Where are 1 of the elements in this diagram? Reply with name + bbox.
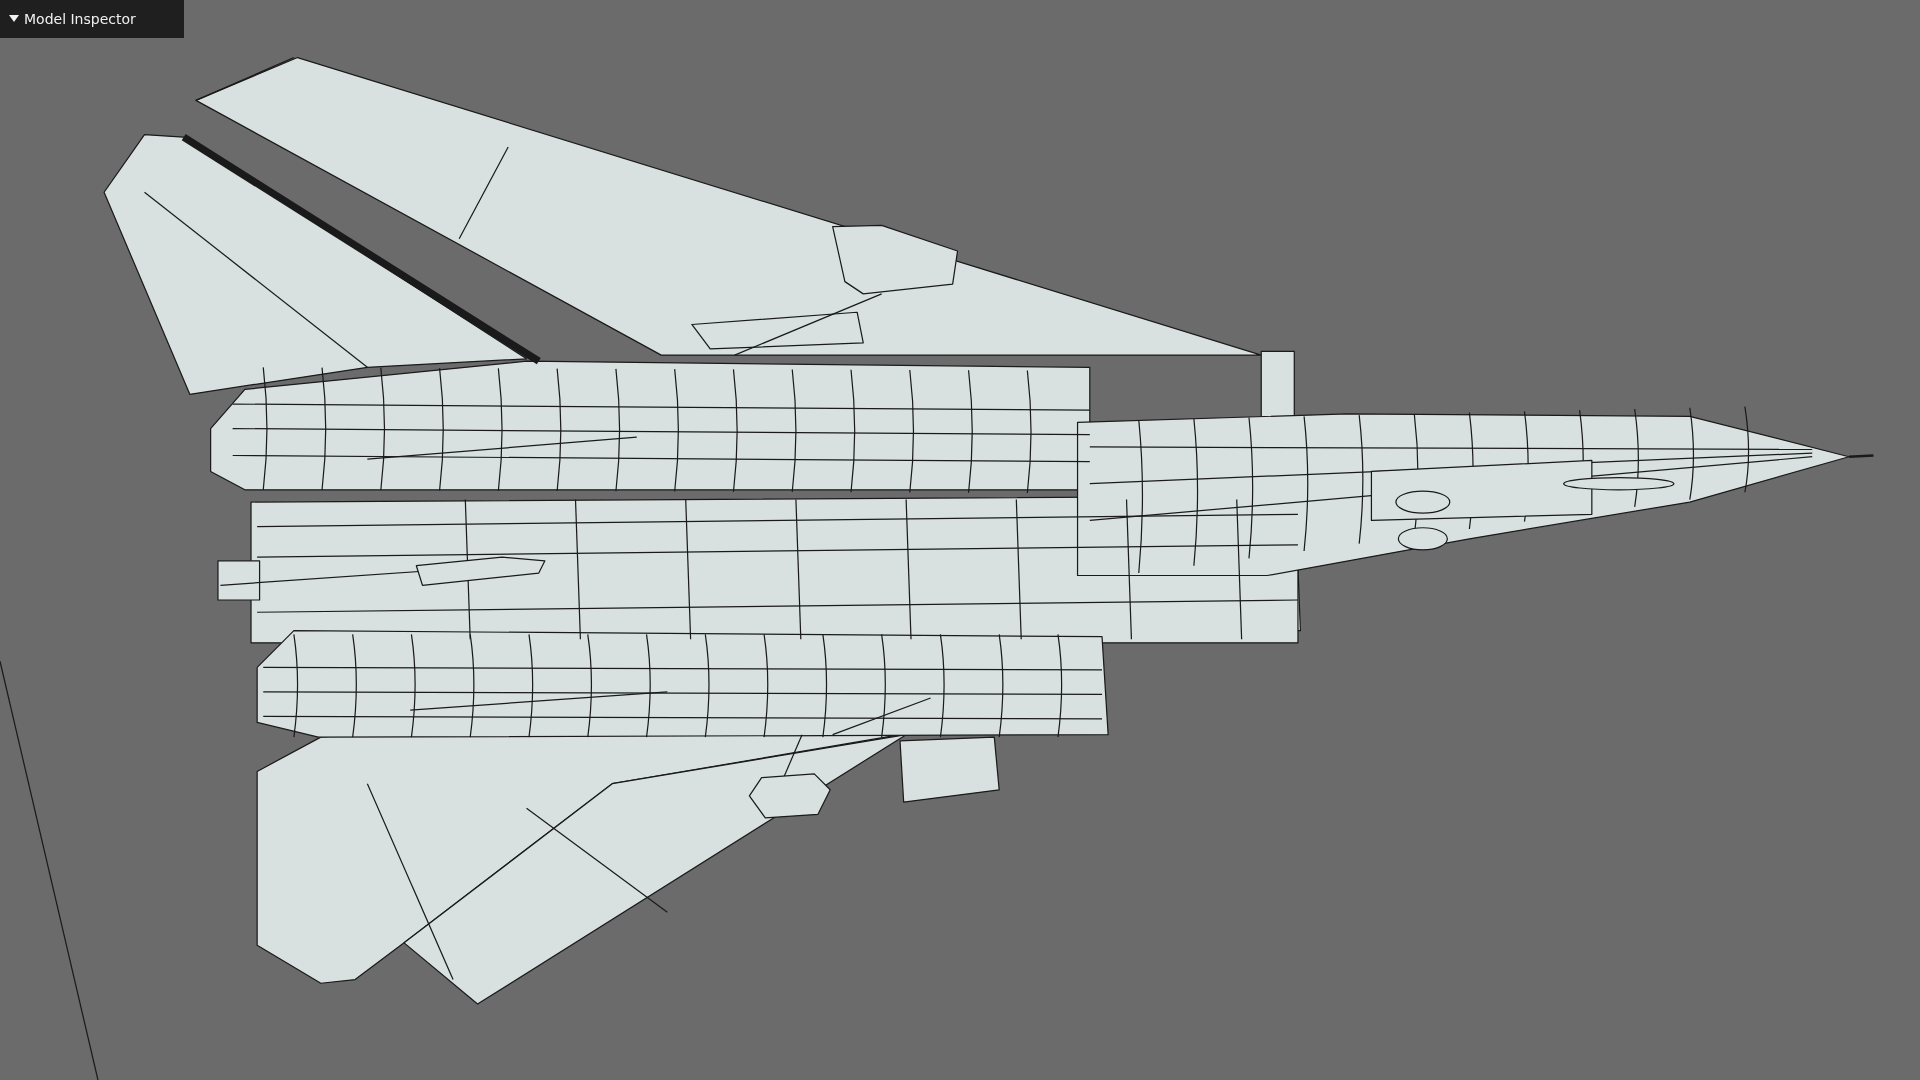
panel-title: Model Inspector (24, 11, 136, 27)
